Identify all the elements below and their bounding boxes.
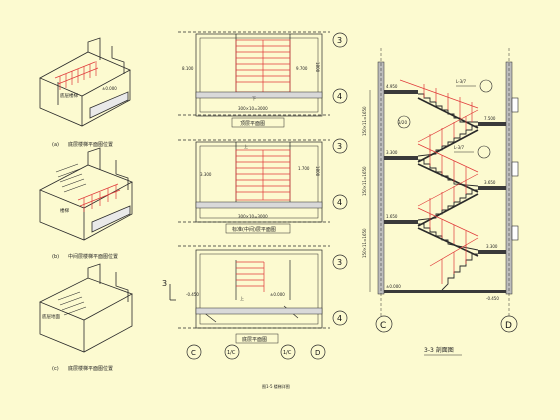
section-axis-c: C (380, 321, 386, 331)
plan-top-dim-total: 300×10=3000 (238, 106, 268, 111)
iso-view-b: 楼梯 (b) 中间层楼梯平面图位置 (39, 147, 133, 260)
section-caption: 3-3 剖面图 (424, 346, 454, 354)
iso-c-tag: (c) (52, 366, 59, 372)
plan-ground: 上 -0.450 ±0.000 底层平面图 (178, 245, 330, 344)
axis-3-top: 3 (337, 36, 342, 45)
plan-ground-note: 上 (240, 295, 244, 301)
section-view (377, 48, 519, 316)
iso-a-note: 底层楼梯 (60, 92, 78, 99)
iso-a-elev: ±0.000 (102, 86, 117, 91)
axis-3-mid: 3 (337, 142, 342, 151)
callout-1: L-3/7 (456, 79, 466, 84)
plan-bottom-axis-bubbles: C 1/C 1/C D (186, 344, 326, 360)
right-elev-2: 3.650 (484, 180, 496, 185)
axis-3-ground: 3 (337, 258, 342, 267)
right-elev-1: 7.500 (484, 116, 496, 121)
plan-mid-dim-total: 300×10=3000 (238, 214, 268, 219)
iso-b-note: 楼梯 (60, 207, 69, 214)
plan-mid: 上 3.300 1.700 300×10=3000 1800 标准(中间)层平面… (178, 139, 330, 234)
plan-top: 下 8.100 9.700 300×10=3000 1800 顶层平面图 (178, 31, 330, 128)
axis-4-top: 4 (337, 92, 342, 101)
level-4: ±0.000 (386, 284, 401, 289)
section-axis-d: D (505, 321, 512, 331)
section-cut-marker (169, 284, 176, 301)
level-5: -0.450 (486, 296, 499, 301)
plan-mid-dim-side: 1800 (315, 166, 320, 177)
right-elev-3: 3.300 (486, 244, 498, 249)
dim-left-3: 150×11=1650 (362, 228, 367, 258)
iso-view-c: 底层地面 (c) 底层楼梯平面图位置 (39, 263, 133, 372)
iso-c-caption: 底层楼梯平面图位置 (68, 365, 113, 372)
section-callouts: L-3/7 L-3/7 3/20 (397, 79, 493, 159)
section-cut-label: 3 (162, 279, 167, 288)
plan-ground-elev-a: -0.450 (186, 292, 199, 297)
plan-mid-elev-b: 1.700 (298, 166, 310, 171)
plan-ground-caption: 底层平面图 (242, 336, 267, 343)
plan-top-elev-b: 9.700 (296, 66, 308, 71)
callout-2: L-3/7 (454, 145, 464, 150)
plan-top-caption: 顶层平面图 (240, 121, 265, 127)
axis-d-plan: D (315, 349, 320, 357)
level-2: 3.300 (386, 150, 398, 155)
plan-ground-elev-b: ±0.000 (270, 292, 285, 297)
axis-1c-plan-b: 1/C (283, 350, 292, 356)
level-1: 4.950 (386, 84, 398, 89)
section-right-elevs: 7.500 3.650 3.300 (484, 116, 498, 249)
iso-b-caption: 中间层楼梯平面图位置 (68, 253, 118, 260)
plan-mid-note: 上 (244, 143, 248, 149)
plan-axis-bubbles: 3 4 3 4 3 4 (332, 32, 348, 326)
dim-left-2: 150×11=1650 (362, 166, 367, 196)
axis-1c-plan-a: 1/C (227, 350, 236, 356)
iso-b-tag: (b) (52, 254, 59, 260)
iso-a-tag: (a) (52, 142, 59, 148)
plan-mid-elev-a: 3.300 (200, 172, 212, 177)
axis-4-mid: 4 (337, 198, 342, 207)
axis-c-plan: C (191, 349, 196, 357)
section-levels: 4.950 3.300 1.650 ±0.000 -0.450 (386, 84, 499, 301)
section-axis-bubbles: C D (375, 315, 518, 333)
iso-a-caption: 底层楼梯平面图位置 (68, 141, 113, 148)
iso-c-note: 底层地面 (42, 313, 60, 320)
level-3: 1.650 (386, 214, 398, 219)
callout-3: 3/20 (398, 120, 407, 125)
plan-mid-caption: 标准(中间)层平面图 (232, 226, 276, 233)
plan-top-dim-side: 1800 (315, 62, 320, 73)
dim-left-1: 150×11=1650 (362, 106, 367, 136)
section-dims-left: 150×11=1650 150×11=1650 150×11=1650 (362, 90, 371, 292)
plan-top-elev-a: 8.100 (182, 66, 194, 71)
figure-footer: 图1-5 楼梯详图 (262, 383, 290, 389)
plan-top-note: 下 (252, 96, 256, 101)
iso-view-a: 底层楼梯 ±0.000 (a) 底层楼梯平面图位置 (39, 37, 131, 148)
axis-4-ground: 4 (337, 314, 342, 323)
